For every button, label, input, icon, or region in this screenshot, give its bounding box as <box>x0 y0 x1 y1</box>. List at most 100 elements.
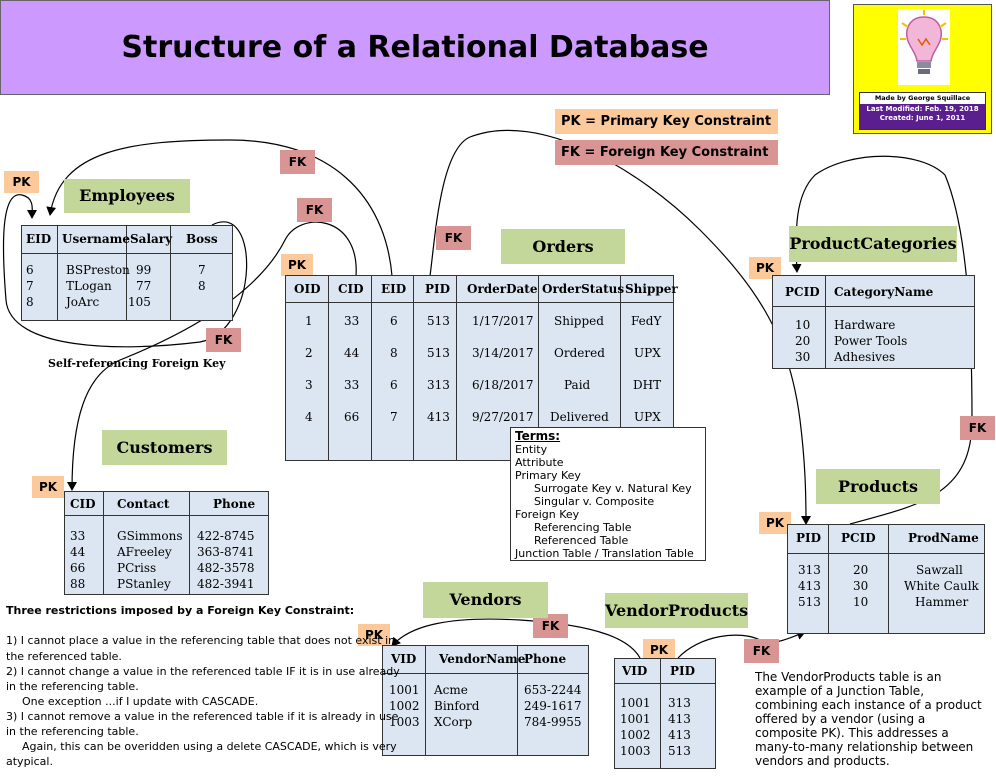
junction-table-note: The VendorProducts table is an example o… <box>755 670 993 776</box>
table-cell: FedY <box>631 314 662 328</box>
table-cell: 313 <box>798 563 821 577</box>
table-cell: 6 <box>26 263 34 277</box>
orders-header-pid: PID <box>425 282 451 296</box>
table-cell: 482-3941 <box>197 577 255 591</box>
term-item: Surrogate Key v. Natural Key <box>534 482 692 495</box>
table-cell: 6 <box>390 378 398 392</box>
table-cell: BSPreston <box>66 263 130 277</box>
term-item: Junction Table / Translation Table <box>515 547 694 560</box>
employees-table: EID Username Salary Boss 6 BSPreston 99 … <box>21 225 233 321</box>
table-cell: PCriss <box>117 561 157 575</box>
fk-marker-orders-eid: FK <box>280 150 315 174</box>
customers-header-cid: CID <box>70 497 96 511</box>
legend-fk-label: FK = Foreign Key Constraint <box>561 145 769 160</box>
table-cell: 1 <box>305 314 313 328</box>
table-cell: 3 <box>305 378 313 392</box>
vendors-table: VID VendorName Phone 1001 Acme 653-2244 … <box>382 645 589 756</box>
fk-marker-vendorproducts-vid: FK <box>533 614 568 638</box>
fk-marker-employees-boss: FK <box>206 328 241 352</box>
pk-marker-products: PK <box>759 512 791 534</box>
table-cell: 77 <box>136 279 152 293</box>
legend-pk-label: PK = Primary Key Constraint <box>561 114 772 129</box>
table-cell: 2 <box>305 346 313 360</box>
table-cell: 20 <box>853 563 869 577</box>
term-item: Entity <box>515 443 548 456</box>
table-cell: 1003 <box>389 715 420 729</box>
table-cell: UPX <box>634 346 661 360</box>
vendorproducts-table-name: VendorProducts <box>605 593 748 628</box>
orders-header-cid: CID <box>338 282 364 296</box>
table-cell: GSimmons <box>117 529 183 543</box>
table-cell: 513 <box>668 744 691 758</box>
vendorproducts-header-vid: VID <box>622 664 648 678</box>
table-cell: 66 <box>70 561 86 575</box>
employees-header-username: Username <box>62 232 131 246</box>
term-item: Primary Key <box>515 469 581 482</box>
fk-link-vendorproducts-pid <box>677 630 806 659</box>
fk-marker-products-pcid: FK <box>960 416 995 440</box>
productcategories-table: PCID CategoryName 10 Hardware 20 Power T… <box>772 275 975 369</box>
table-cell: 313 <box>668 696 691 710</box>
products-table: PID PCID ProdName 313 20 Sawzall 413 30 … <box>787 524 985 634</box>
orders-header-orderstatus: OrderStatus <box>542 282 625 296</box>
orders-header-shipper: Shipper <box>625 282 678 296</box>
customers-header-phone: Phone <box>213 497 256 511</box>
table-cell: 8 <box>26 295 34 309</box>
table-cell: 413 <box>668 712 691 726</box>
modified-date: Last Modified: Feb. 19, 2018 <box>866 105 979 113</box>
junction-note-line: combining each instance of a product <box>755 698 982 712</box>
table-cell: UPX <box>634 410 661 424</box>
table-cell: 66 <box>344 410 360 424</box>
junction-note-line: The VendorProducts table is an <box>755 670 942 684</box>
table-cell: 422-8745 <box>197 529 255 543</box>
vendors-header-phone: Phone <box>524 652 567 666</box>
table-cell: 30 <box>853 579 869 593</box>
pk-marker-customers: PK <box>32 476 64 498</box>
table-cell: 6 <box>390 314 398 328</box>
lightbulb-icon <box>898 9 950 85</box>
restriction-line: the referenced table. <box>6 650 122 663</box>
restriction-line: One exception ...if I update with CASCAD… <box>22 695 259 708</box>
employees-table-name: Employees <box>64 179 190 213</box>
table-cell: 513 <box>427 314 450 328</box>
legend-pk: PK = Primary Key Constraint <box>555 109 778 134</box>
junction-note-line: many-to-many relationship between <box>755 740 974 754</box>
pk-marker-productcategories: PK <box>749 257 781 279</box>
orders-header-eid: EID <box>381 282 407 296</box>
vendors-table-name: Vendors <box>423 582 548 618</box>
restriction-line: atypical. <box>6 755 53 768</box>
table-cell: 413 <box>668 728 691 742</box>
table-cell: 513 <box>427 346 450 360</box>
orders-table-name: Orders <box>501 229 625 264</box>
table-cell: XCorp <box>434 715 473 729</box>
restriction-line: Again, this can be overidden using a del… <box>22 740 397 753</box>
author-badge: Made by George Squillace Last Modified: … <box>853 4 992 134</box>
table-cell: 20 <box>795 334 811 348</box>
table-cell: 1002 <box>620 728 651 742</box>
fk-link-orders-eid <box>46 139 393 277</box>
table-cell: 3/14/2017 <box>472 346 534 360</box>
orders-header-orderdate: OrderDate <box>467 282 538 296</box>
table-cell: 88 <box>70 577 86 591</box>
term-item: Foreign Key <box>515 508 580 521</box>
table-cell: Delivered <box>550 410 609 424</box>
table-cell: 1001 <box>620 712 651 726</box>
fk-marker-orders-cid: FK <box>297 198 332 222</box>
restrictions-heading: Three restrictions imposed by a Foreign … <box>6 604 355 617</box>
products-header-pcid: PCID <box>841 531 876 545</box>
table-cell: 4 <box>305 410 313 424</box>
fk-link-orders-pid <box>429 129 811 525</box>
productcategories-header-categoryname: CategoryName <box>834 285 934 299</box>
term-item: Referencing Table <box>534 521 632 534</box>
table-cell: Power Tools <box>834 334 908 348</box>
table-cell: 105 <box>128 295 151 309</box>
products-header-pid: PID <box>796 531 822 545</box>
productcategories-header-pcid: PCID <box>785 285 820 299</box>
table-cell: 7 <box>198 263 206 277</box>
table-cell: Ordered <box>554 346 605 360</box>
vendorproducts-table: VID PID 1001 313 1001 413 1002 413 1003 … <box>614 658 716 769</box>
fk-link-products-pcid <box>791 155 973 525</box>
table-cell: 363-8741 <box>197 545 255 559</box>
productcategories-table-name: ProductCategories <box>789 226 957 262</box>
fk-marker-vendorproducts-pid: FK <box>744 639 779 663</box>
